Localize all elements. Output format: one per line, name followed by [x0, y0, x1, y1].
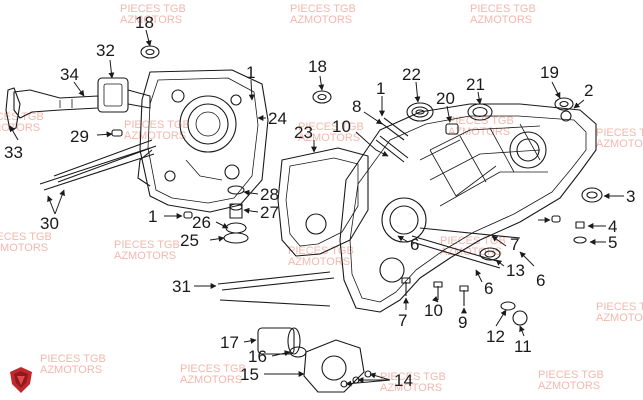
callout-label: 32: [96, 41, 115, 60]
callout-label: 1: [246, 63, 255, 82]
callout-label: 24: [268, 109, 287, 128]
callout-label: 31: [172, 277, 191, 296]
callout-label: 7: [510, 235, 519, 254]
callout-label: 15: [240, 365, 259, 384]
oil-strainer-stack: [223, 185, 249, 244]
callout-label: 18: [308, 57, 327, 76]
bushing-20: [445, 123, 459, 135]
callout-label: 8: [352, 97, 361, 116]
callout-label: 13: [506, 261, 525, 280]
bolts-14: [340, 370, 372, 388]
studs-30: [39, 139, 157, 191]
callout-label: 30: [40, 214, 59, 233]
callout-label: 7: [398, 311, 407, 330]
callout-label: 16: [248, 347, 267, 366]
leader-lines: [9, 29, 624, 387]
callout-label: 28: [260, 185, 279, 204]
callout-label: 12: [486, 327, 505, 346]
callout-numbers: 18 32 34 33 29 30 1 24 18 23 10 8 1 22 2…: [4, 13, 635, 390]
dowel-1-right: [551, 215, 561, 223]
dowel-29: [111, 129, 123, 137]
studs-6: [411, 227, 521, 269]
callout-label: 19: [540, 63, 559, 82]
callout-label: 1: [376, 79, 385, 98]
shield-logo-icon: [10, 367, 32, 393]
starter-assembly: [5, 77, 151, 131]
callout-label: 2: [584, 81, 593, 100]
callout-label: 1: [148, 207, 157, 226]
callout-label: 23: [294, 123, 313, 142]
callout-label: 4: [608, 217, 617, 236]
callout-label: 6: [410, 235, 419, 254]
callout-label: 29: [70, 127, 89, 146]
callout-label: 26: [192, 213, 211, 232]
bearing-22: [406, 102, 434, 122]
right-crankcase-half: [339, 103, 597, 313]
callout-label: 11: [514, 337, 532, 356]
callout-label: 27: [260, 203, 279, 222]
oil-seal-18-center: [312, 90, 332, 104]
callout-label: 17: [220, 333, 239, 352]
dowel-1-lower: [183, 211, 193, 219]
seal-13: [479, 247, 501, 261]
callout-label: 20: [436, 89, 455, 108]
dowels-8-10: [375, 117, 409, 163]
plug-11-washer-12: [500, 301, 528, 326]
studs-31: [217, 271, 335, 307]
callout-label: 6: [484, 279, 493, 298]
callout-label: 18: [135, 13, 154, 32]
callout-label: 3: [626, 187, 635, 206]
callout-label: 9: [458, 313, 467, 332]
left-crankcase-half: [137, 69, 269, 213]
bolt-4-washer-5: [573, 221, 587, 244]
cover-15: [303, 339, 365, 393]
callout-label: 14: [394, 371, 413, 390]
callout-label: 10: [424, 301, 443, 320]
callout-label: 5: [608, 233, 617, 252]
callout-label: 22: [402, 65, 421, 84]
callout-label: 21: [466, 75, 485, 94]
gasket-23: [277, 147, 369, 257]
callout-label: 33: [4, 143, 23, 162]
bearing-21: [467, 103, 493, 121]
callout-label: 6: [536, 271, 545, 290]
callout-label: 34: [60, 65, 79, 84]
oil-seal-3: [581, 187, 603, 203]
callout-label: 25: [180, 231, 199, 250]
seal-19: [554, 97, 574, 111]
oil-seal-18-left: [140, 45, 160, 59]
callout-label: 10: [332, 117, 351, 136]
